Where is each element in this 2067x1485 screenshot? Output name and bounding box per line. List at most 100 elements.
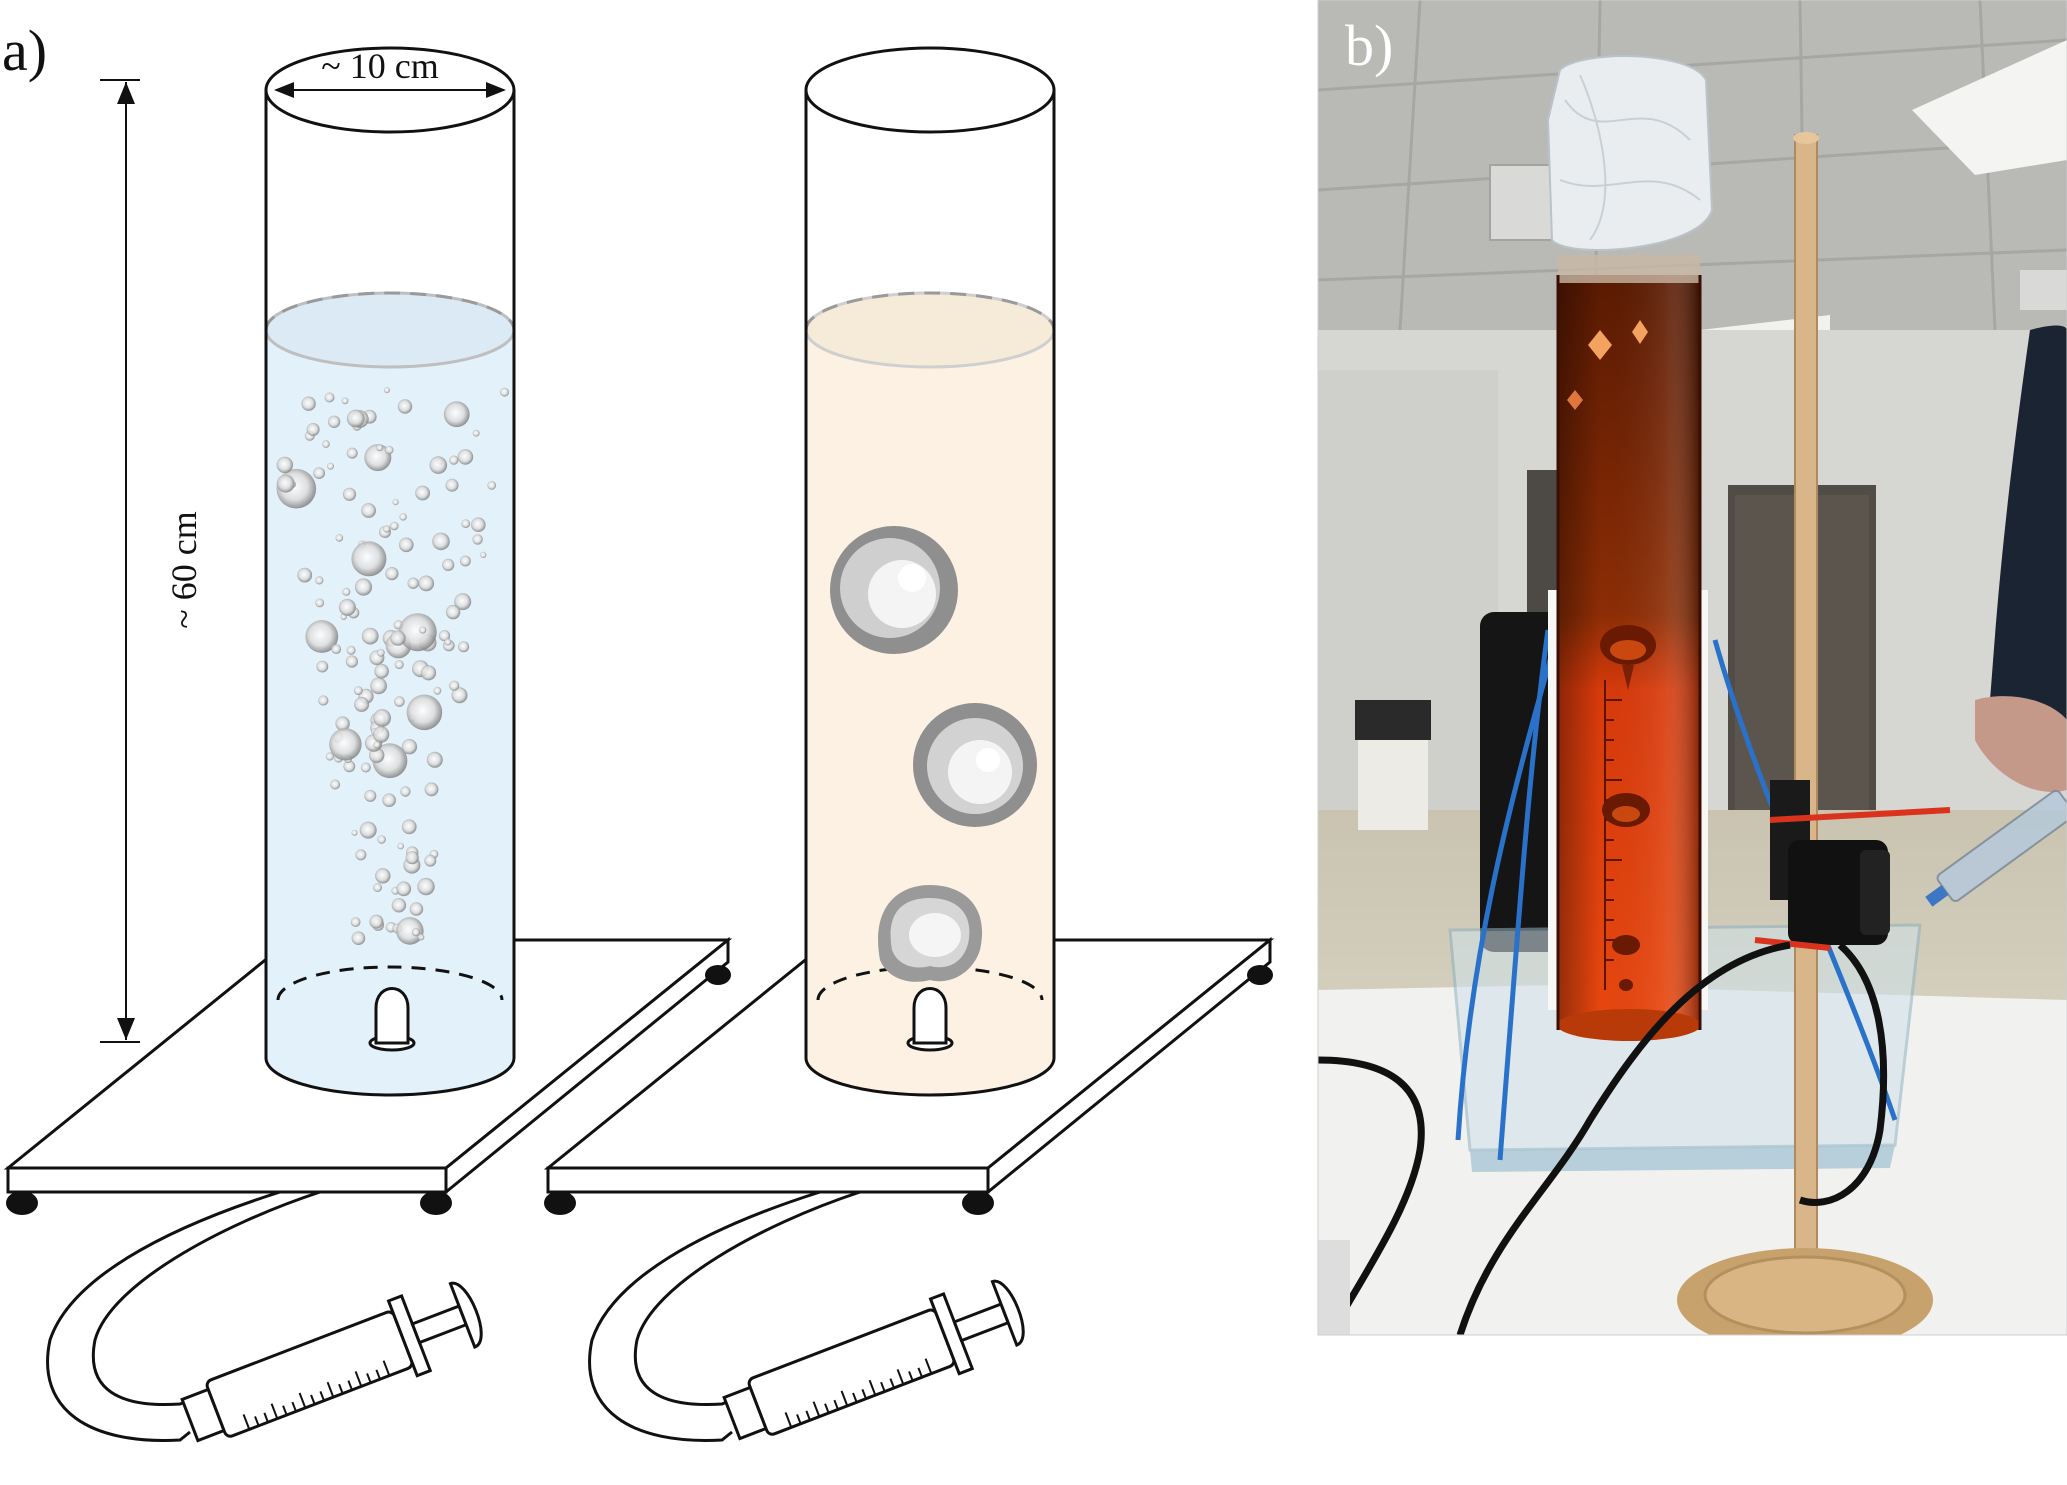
bubble: [315, 598, 325, 608]
bubble: [391, 898, 407, 913]
bubble: [353, 686, 363, 695]
bubble: [341, 397, 349, 405]
bubble: [376, 444, 384, 452]
bubble: [364, 789, 377, 802]
bubble: [382, 793, 396, 807]
bubble: [407, 577, 419, 589]
bubble: [351, 829, 358, 836]
panel-label-b: b): [1345, 13, 1393, 78]
bubble: [397, 399, 413, 414]
bubble: [390, 521, 399, 531]
bubble: [429, 456, 448, 474]
diameter-label: ~ 10 cm: [321, 46, 438, 86]
bubble: [350, 917, 361, 927]
drop: [830, 526, 958, 654]
panel-b-photo: [1318, 0, 2067, 1335]
bubble: [454, 593, 472, 611]
bubble: [471, 517, 486, 532]
bubble: [390, 630, 406, 646]
bubble: [342, 587, 351, 596]
apparatus-drops: [543, 46, 1275, 1442]
bubble: [487, 481, 497, 490]
bubble: [361, 627, 379, 645]
bubble: [424, 854, 437, 867]
bubble: [445, 478, 459, 492]
bubble: [417, 877, 435, 896]
bubble: [392, 499, 399, 506]
bubble: [355, 849, 367, 861]
bubble: [354, 578, 373, 596]
bubble: [472, 429, 480, 437]
bubble: [374, 663, 389, 679]
bubble: [432, 532, 450, 551]
bubble: [396, 917, 424, 945]
bubble: [411, 928, 420, 937]
syringe-icon: [722, 1279, 1025, 1441]
bubble: [327, 462, 334, 470]
bubble: [324, 392, 335, 403]
bubble: [445, 604, 461, 620]
photo-cylinder: [1546, 55, 1714, 1041]
bubble: [396, 881, 412, 897]
bubble: [415, 485, 430, 501]
bubble: [426, 751, 443, 768]
bubble: [318, 695, 329, 706]
bubble: [343, 760, 356, 773]
bubble: [442, 558, 455, 572]
syringe-icon: [1925, 789, 2067, 907]
photo-frame: [1317, 0, 2067, 1336]
bubble: [417, 933, 425, 941]
bubble: [346, 447, 358, 459]
bubble: [375, 868, 391, 884]
bubble: [342, 487, 357, 501]
bubble: [331, 644, 342, 654]
bubble: [325, 752, 334, 761]
panel-label-a: a): [2, 18, 47, 83]
bubble: [315, 576, 324, 585]
bubble: [305, 620, 339, 653]
bubble: [354, 696, 370, 712]
bubble: [329, 728, 362, 761]
bubble: [297, 567, 313, 583]
tube-icon: [588, 1190, 861, 1442]
cylinder-left: ~ 10 cm: [264, 46, 516, 1097]
bubble: [419, 626, 427, 634]
bubble: [330, 779, 341, 790]
drop: [878, 885, 983, 982]
bubble: [306, 423, 320, 436]
bubble: [346, 409, 365, 428]
bubble: [373, 709, 391, 727]
tube-icon: [46, 1190, 321, 1442]
bubble: [373, 741, 381, 749]
bubble: [322, 440, 330, 448]
bubble: [443, 401, 470, 428]
bubble: [405, 851, 419, 865]
bubble: [359, 821, 377, 839]
bubble: [383, 387, 390, 394]
bubble: [397, 842, 405, 850]
needle-nozzle-icon: [906, 987, 954, 1052]
bubble: [457, 449, 474, 465]
bubble: [398, 613, 437, 652]
bubble: [351, 541, 387, 577]
height-label: ~ 60 cm: [164, 511, 204, 628]
bubble: [406, 694, 443, 731]
bubble: [451, 687, 468, 704]
cylinder-right: [804, 46, 1056, 1097]
bubble: [424, 782, 439, 797]
bubble: [500, 387, 509, 397]
bubble: [276, 456, 293, 474]
bubble: [360, 762, 371, 773]
bubble: [316, 660, 329, 673]
syringe-icon: [180, 1281, 483, 1443]
panel-a: a) ~ 60 cm: [2, 18, 1275, 1443]
bubble: [335, 534, 344, 542]
bubble: [377, 835, 386, 844]
bubble: [438, 630, 451, 642]
bubble: [394, 660, 404, 670]
bubble: [401, 739, 418, 755]
needle-nozzle-icon: [368, 987, 416, 1052]
bubble: [383, 525, 391, 533]
bubble: [420, 665, 437, 681]
bubble: [401, 819, 417, 835]
